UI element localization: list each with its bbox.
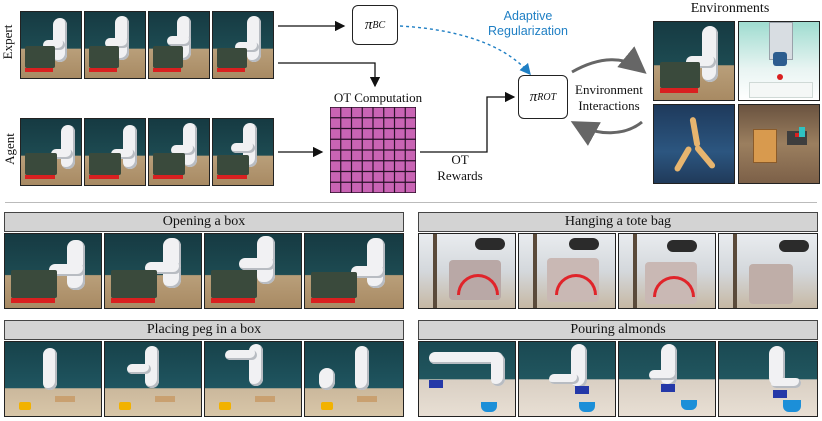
task-frame (204, 341, 302, 417)
flow-arrows (278, 20, 647, 158)
task-frame (204, 233, 302, 309)
adaptive-regularization-arrow (399, 25, 531, 76)
ot-rewards-line-2: Rewards (437, 168, 483, 183)
env-to-rot-arrow (570, 120, 643, 146)
environments-title: Environments (690, 1, 770, 16)
ot-cost-matrix (330, 107, 416, 193)
rot-to-env-arrow (571, 46, 647, 74)
agent-frame-2 (84, 118, 146, 186)
task-frame (104, 341, 202, 417)
expert-frame-3 (148, 11, 210, 79)
expert-frame-4 (212, 11, 274, 79)
agent-frame-3 (148, 118, 210, 186)
expert-frame-2 (84, 11, 146, 79)
environment-interactions-label: Environment Interactions (566, 82, 652, 114)
section-divider (5, 202, 817, 203)
task-frame (718, 341, 818, 417)
policy-rot-superscript: ROT (537, 91, 557, 103)
task-frame (518, 233, 616, 309)
agent-frame-1 (20, 118, 82, 186)
task-frame (304, 341, 404, 417)
task-frame (4, 341, 102, 417)
task-frame (618, 341, 716, 417)
adaptive-line-2: Regularization (488, 24, 568, 38)
task-frame (618, 233, 716, 309)
policy-bc-symbol: π (364, 16, 373, 33)
task-header-pouring-almonds: Pouring almonds (418, 320, 818, 340)
task-frame (4, 233, 102, 309)
env-interactions-line-2: Interactions (578, 98, 640, 113)
task-frame (718, 233, 818, 309)
task-frame (104, 233, 202, 309)
env-interactions-line-1: Environment (575, 82, 643, 97)
task-header-hanging-tote: Hanging a tote bag (418, 212, 818, 232)
expert-frame-1 (20, 11, 82, 79)
task-frame (418, 233, 516, 309)
ot-rewards-line-1: OT (451, 152, 469, 167)
environment-real-robot (653, 21, 735, 101)
environment-robot-gym (738, 104, 820, 184)
ot-computation-label: OT Computation (333, 90, 423, 105)
task-frame (518, 341, 616, 417)
adaptive-regularization-label: Adaptive Regularization (468, 9, 588, 39)
policy-bc-superscript: BC (372, 19, 386, 31)
task-header-opening-box: Opening a box (4, 212, 404, 232)
policy-rot-symbol: π (529, 88, 538, 105)
agent-frame-4 (212, 118, 274, 186)
ot-rewards-label: OT Rewards (430, 152, 490, 184)
environment-metaworld (738, 21, 820, 101)
adaptive-line-1: Adaptive (503, 9, 553, 23)
task-frame (304, 233, 404, 309)
ot-to-rot-arrow (420, 91, 516, 153)
task-header-placing-peg: Placing peg in a box (4, 320, 404, 340)
environment-dm-control (653, 104, 735, 184)
task-frame (418, 341, 516, 417)
expert-to-ot-arrow (278, 62, 381, 88)
